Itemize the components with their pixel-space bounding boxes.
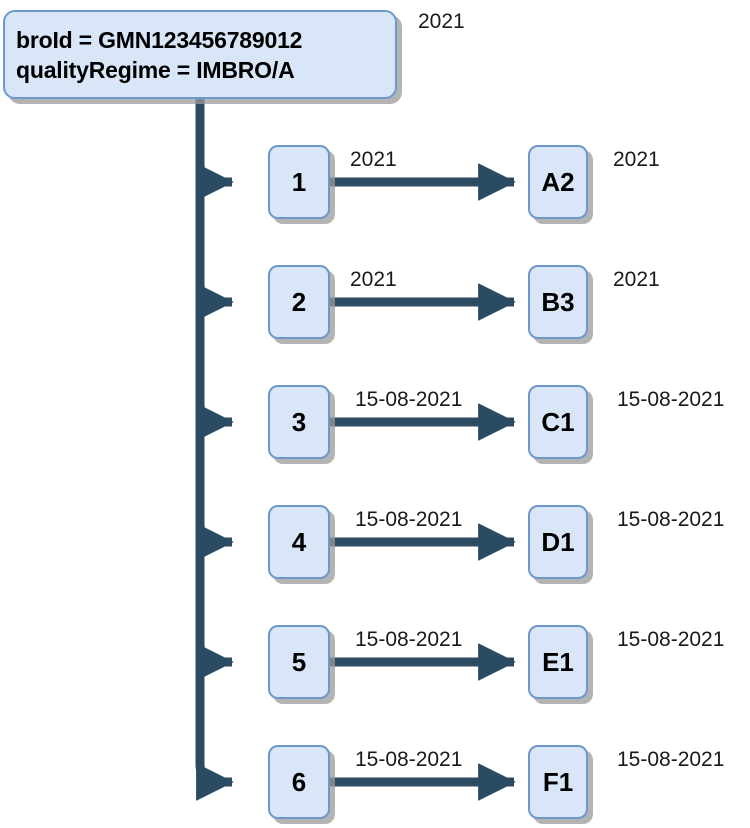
number-node-1-label: 1 <box>291 166 307 197</box>
edge-label-1: 2021 <box>350 148 397 171</box>
branch-arrow-3 <box>195 403 234 441</box>
branch-arrow-5 <box>195 643 234 681</box>
letter-node-2[interactable]: B3 <box>528 265 588 339</box>
number-node-4[interactable]: 4 <box>268 505 330 579</box>
side-label-4: 15-08-2021 <box>617 508 725 531</box>
side-label-5: 15-08-2021 <box>617 628 725 651</box>
root-node[interactable]: broId = GMN123456789012 qualityRegime = … <box>3 10 397 99</box>
letter-node-1[interactable]: A2 <box>528 145 588 219</box>
edge-label-5: 15-08-2021 <box>355 628 463 651</box>
number-node-5-label: 5 <box>291 646 307 677</box>
side-label-1: 2021 <box>613 148 660 171</box>
letter-node-3[interactable]: C1 <box>528 385 588 459</box>
root-side-label: 2021 <box>418 10 465 33</box>
side-label-2: 2021 <box>613 268 660 291</box>
branch-arrow-2 <box>195 283 234 321</box>
number-node-2[interactable]: 2 <box>268 265 330 339</box>
edge-label-3: 15-08-2021 <box>355 388 463 411</box>
letter-node-1-label: A2 <box>541 166 575 197</box>
letter-node-6-label: F1 <box>542 766 574 797</box>
root-node-label: broId = GMN123456789012 qualityRegime = … <box>16 26 303 83</box>
number-node-3[interactable]: 3 <box>268 385 330 459</box>
trunk-line <box>195 96 234 801</box>
letter-node-2-label: B3 <box>541 286 575 317</box>
number-node-1[interactable]: 1 <box>268 145 330 219</box>
letter-node-5[interactable]: E1 <box>528 625 588 699</box>
number-node-6-label: 6 <box>291 766 307 797</box>
side-label-6: 15-08-2021 <box>617 748 725 771</box>
branch-arrow-4 <box>195 523 234 561</box>
number-node-3-label: 3 <box>291 406 307 437</box>
number-node-4-label: 4 <box>291 526 307 557</box>
edge-label-2: 2021 <box>350 268 397 291</box>
letter-node-6[interactable]: F1 <box>528 745 588 819</box>
number-node-2-label: 2 <box>291 286 307 317</box>
letter-node-4[interactable]: D1 <box>528 505 588 579</box>
branch-arrow-1 <box>195 163 234 201</box>
side-label-3: 15-08-2021 <box>617 388 725 411</box>
letter-node-4-label: D1 <box>541 526 575 557</box>
edge-label-4: 15-08-2021 <box>355 508 463 531</box>
letter-node-3-label: C1 <box>541 406 575 437</box>
letter-node-5-label: E1 <box>542 646 574 677</box>
number-node-6[interactable]: 6 <box>268 745 330 819</box>
number-node-5[interactable]: 5 <box>268 625 330 699</box>
edge-label-6: 15-08-2021 <box>355 748 463 771</box>
